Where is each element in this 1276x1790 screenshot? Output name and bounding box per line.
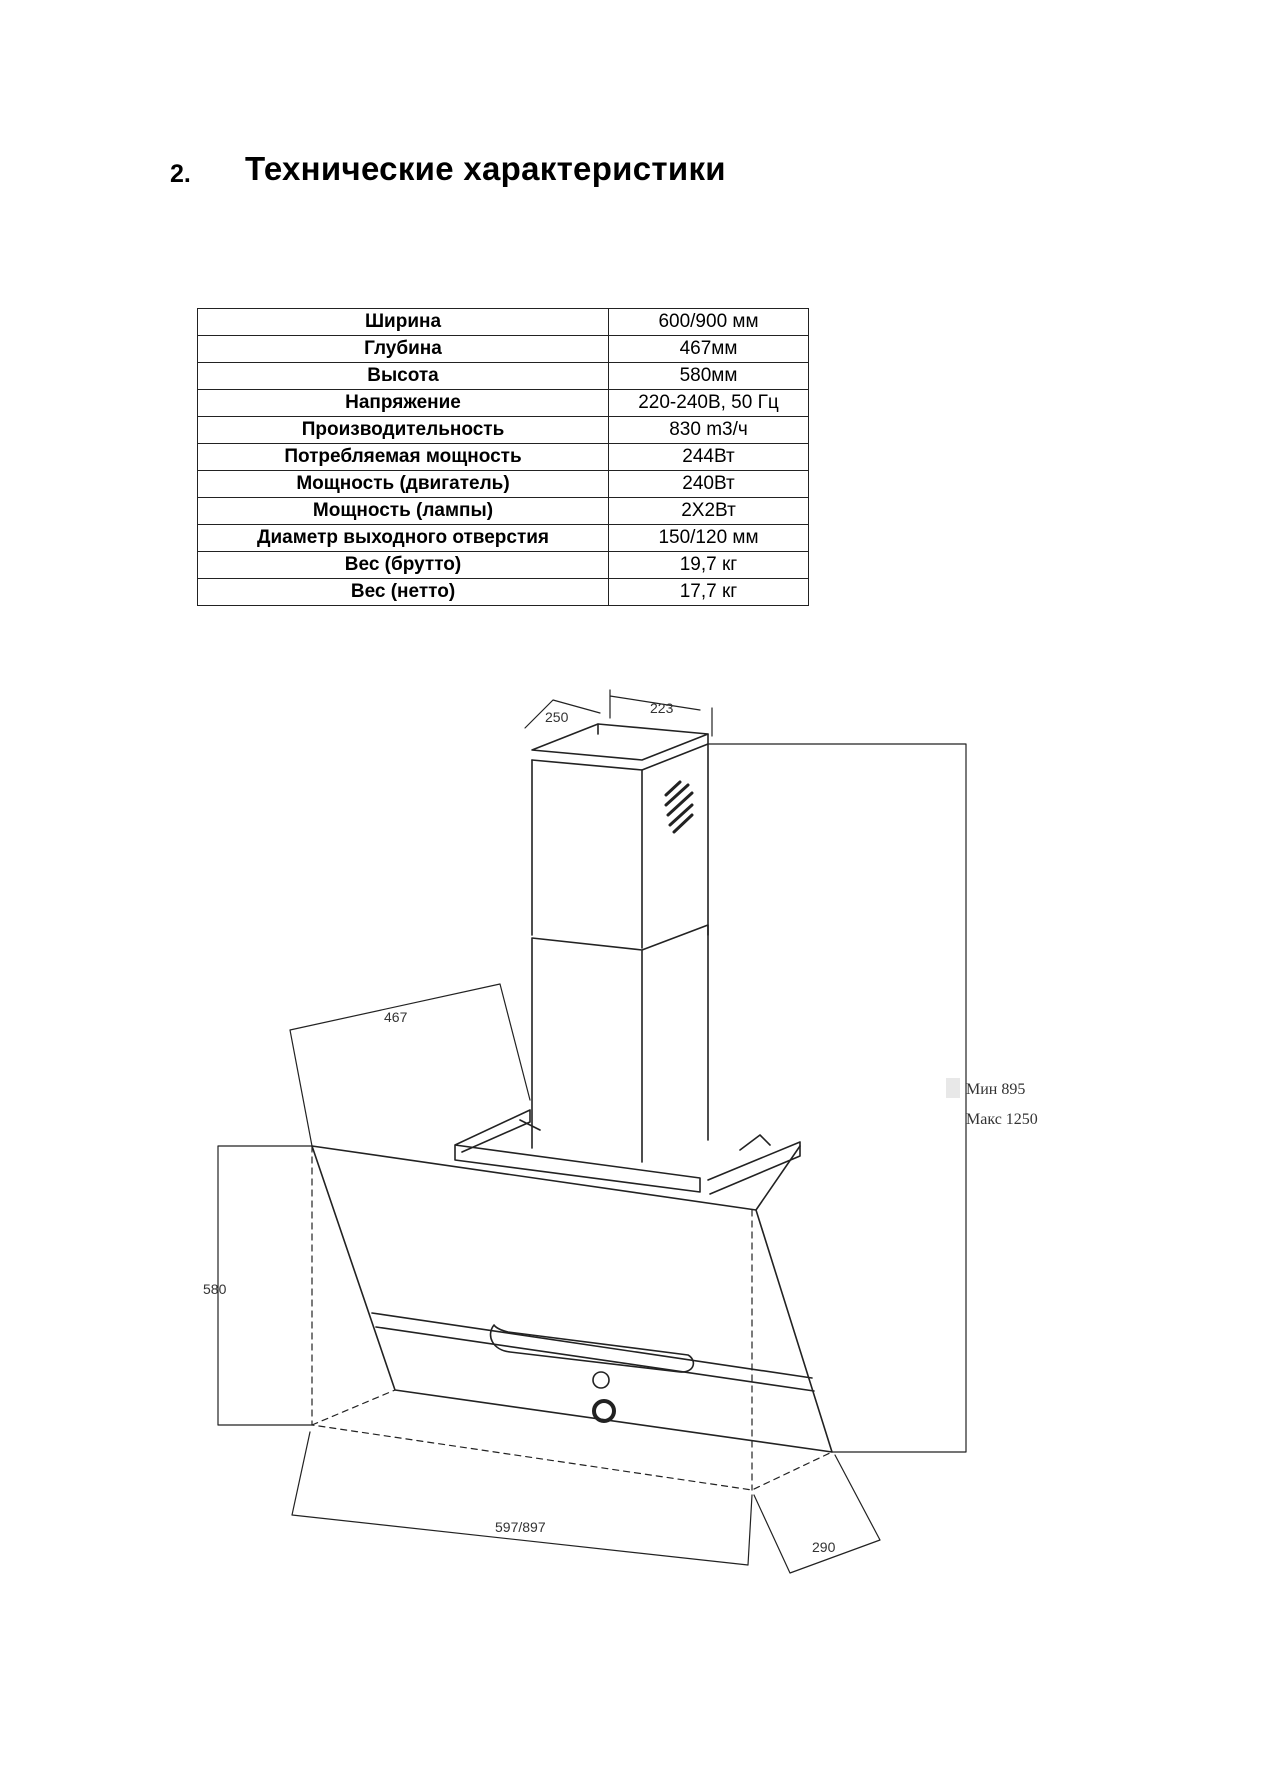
spec-value: 467мм <box>608 335 809 363</box>
label-bg <box>946 1078 960 1098</box>
mount-bracket <box>454 1109 801 1195</box>
dim-width-label: 597/897 <box>495 1519 546 1535</box>
spec-value: 17,7 кг <box>608 578 809 606</box>
dim-top-depth-label: 250 <box>545 709 569 725</box>
dim-height-label: 580 <box>203 1281 227 1297</box>
hood-body <box>311 1145 833 1453</box>
chimney-upper <box>531 743 709 949</box>
dim-total-max-label: Макс 1250 <box>966 1111 1038 1128</box>
spec-label: Потребляемая мощность <box>197 443 609 471</box>
spec-label: Мощность (лампы) <box>197 497 609 525</box>
section-title: Технические характеристики <box>245 150 726 187</box>
dim-top-width-label: 223 <box>650 700 674 716</box>
section-number: 2. <box>170 160 191 188</box>
hood-front-band <box>371 1312 815 1392</box>
hood-handle <box>489 1324 695 1373</box>
spec-label: Диаметр выходного отверстия <box>197 524 609 552</box>
spec-value: 150/120 мм <box>608 524 809 552</box>
section-heading: 2. Технические характеристики <box>0 148 1276 192</box>
dim-bottom-depth-label: 290 <box>812 1539 836 1555</box>
spec-label: Вес (нетто) <box>197 578 609 606</box>
spec-row: Вес (нетто)17,7 кг <box>197 578 809 606</box>
spec-value: 244Вт <box>608 443 809 471</box>
dim-depth-label: 467 <box>384 1009 408 1025</box>
spec-row: Мощность (лампы)2Х2Вт <box>197 497 809 525</box>
control-knob <box>592 1399 616 1423</box>
control-button-top <box>592 1371 610 1389</box>
dim-total-min-label: Мин 895 <box>966 1081 1025 1098</box>
spec-label: Мощность (двигатель) <box>197 470 609 498</box>
spec-value: 580мм <box>608 362 809 390</box>
hood-top <box>311 1145 801 1211</box>
spec-label: Производительность <box>197 416 609 444</box>
chimney-top <box>531 723 709 761</box>
spec-value: 600/900 мм <box>608 308 809 336</box>
spec-label: Напряжение <box>197 389 609 417</box>
chimney-lower <box>531 924 709 1163</box>
vent-grille <box>664 780 694 834</box>
